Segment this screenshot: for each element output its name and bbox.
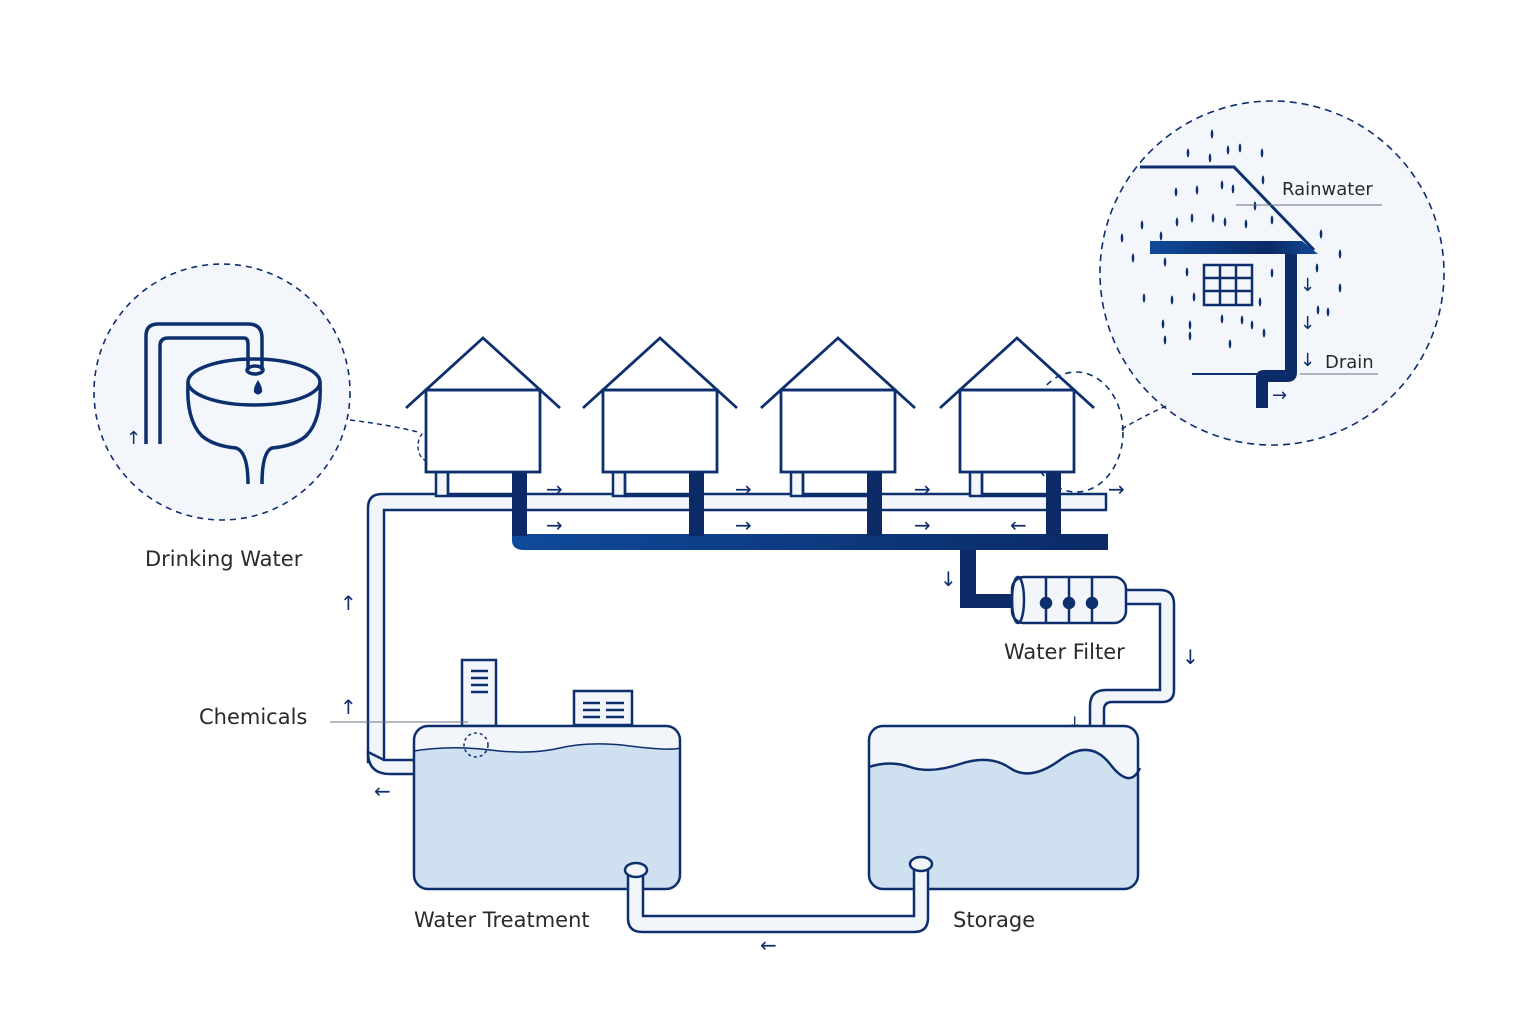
- water-treatment-tank: [330, 658, 682, 891]
- house-3: [760, 336, 916, 536]
- arrow-up-icon: ↑: [340, 591, 357, 615]
- raindrop-icon: [1253, 201, 1257, 211]
- raindrop-icon: [1228, 339, 1232, 349]
- raindrop-icon: [1244, 219, 1248, 229]
- arrow-right-icon: →: [546, 513, 563, 537]
- raindrop-icon: [1188, 320, 1192, 330]
- arrow-right-icon: →: [914, 513, 931, 537]
- faucet-icon: [144, 322, 265, 444]
- arrow-right-icon: →: [914, 477, 931, 501]
- arrow-right-icon: →: [1108, 477, 1125, 501]
- raindrop-icon: [1188, 331, 1192, 341]
- arrow-down-icon: ↓: [1300, 350, 1315, 371]
- raindrop-icon: [1192, 292, 1196, 302]
- label-water-treatment: Water Treatment: [414, 908, 590, 932]
- house-4: [939, 336, 1095, 536]
- raindrop-icon: [1319, 229, 1323, 239]
- arrow-left-icon: ←: [374, 779, 391, 803]
- raindrop-icon: [1223, 217, 1227, 227]
- raindrop-icon: [1208, 153, 1212, 163]
- raindrop-icon: [1186, 148, 1190, 158]
- downpipe: [1256, 254, 1297, 408]
- label-rainwater: Rainwater: [1282, 179, 1373, 200]
- raindrop-icon: [1185, 267, 1189, 277]
- raindrop-icon: [1211, 213, 1215, 223]
- raindrop-icon: [1238, 143, 1242, 153]
- raindrop-icon: [1261, 175, 1265, 185]
- label-drain: Drain: [1325, 352, 1374, 373]
- arrow-left-icon: ←: [1010, 513, 1027, 537]
- label-storage: Storage: [953, 908, 1035, 932]
- arrow-up-icon: ↑: [126, 428, 141, 449]
- raindrop-icon: [1170, 295, 1174, 305]
- pipe-to-filter: [960, 550, 1016, 608]
- raindrop-icon: [1315, 263, 1319, 273]
- label-water-filter: Water Filter: [1004, 640, 1125, 664]
- house-1: [405, 336, 561, 536]
- drinking-water-inset: ↑: [93, 263, 439, 521]
- raindrop-icon: [1250, 320, 1254, 330]
- arrow-right-icon: →: [735, 477, 752, 501]
- arrow-right-icon: →: [735, 513, 752, 537]
- water-drop-icon: [253, 380, 263, 395]
- label-chemicals: Chemicals: [199, 705, 307, 729]
- raindrop-icon: [1131, 253, 1135, 263]
- raindrop-icon: [1226, 145, 1230, 155]
- raindrop-icon: [1190, 213, 1194, 223]
- raindrop-icon: [1270, 215, 1274, 225]
- raindrop-icon: [1140, 220, 1144, 230]
- arrow-down-icon: ↓: [1300, 313, 1315, 334]
- house-2: [582, 336, 738, 536]
- raindrop-icon: [1240, 315, 1244, 325]
- water-filter: [1010, 575, 1176, 748]
- raindrop-icon: [1260, 148, 1264, 158]
- arrow-down-icon: ↓: [1182, 645, 1199, 669]
- raindrop-icon: [1163, 335, 1167, 345]
- raindrop-icon: [1258, 297, 1262, 307]
- raindrop-icon: [1120, 233, 1124, 243]
- arrow-right-icon: →: [546, 477, 563, 501]
- arrow-right-icon: →: [1272, 385, 1287, 406]
- raindrop-icon: [1174, 187, 1178, 197]
- rainwater-inset: ↓ ↓ ↓ →: [1099, 100, 1445, 446]
- window-icon: [1202, 263, 1254, 307]
- storage-tank: [867, 724, 1142, 891]
- distribution-main-pipe: [366, 492, 1108, 764]
- raindrop-icon: [1159, 231, 1163, 241]
- raindrop-icon: [1195, 185, 1199, 195]
- raindrop-icon: [1262, 328, 1266, 338]
- wastewater-main-pipe: [512, 510, 1108, 550]
- arrow-down-icon: ↓: [940, 567, 957, 591]
- arrow-left-icon: ←: [760, 933, 777, 957]
- raindrop-icon: [1142, 293, 1146, 303]
- raindrop-icon: [1326, 307, 1330, 317]
- raindrop-icon: [1210, 129, 1214, 139]
- raindrop-icon: [1270, 268, 1274, 278]
- arrow-up-icon: ↑: [340, 695, 357, 719]
- raindrop-icon: [1338, 283, 1342, 293]
- raindrop-icon: [1338, 249, 1342, 259]
- raindrop-icon: [1316, 305, 1320, 315]
- raindrop-icon: [1175, 217, 1179, 227]
- raindrop-icon: [1161, 319, 1165, 329]
- raindrop-icon: [1163, 257, 1167, 267]
- label-drinking-water: Drinking Water: [145, 547, 303, 571]
- rain-icon: [1120, 129, 1342, 349]
- raindrop-icon: [1220, 180, 1224, 190]
- raindrop-icon: [1220, 314, 1224, 324]
- flow-arrows: → → → → → → → ← ↓ ↑ ↑ ← ↓ ↓ ←: [340, 477, 1199, 957]
- arrow-down-icon: ↓: [1300, 275, 1315, 296]
- raindrop-icon: [1231, 184, 1235, 194]
- basin-icon: [186, 357, 322, 485]
- gutter: [1150, 241, 1318, 254]
